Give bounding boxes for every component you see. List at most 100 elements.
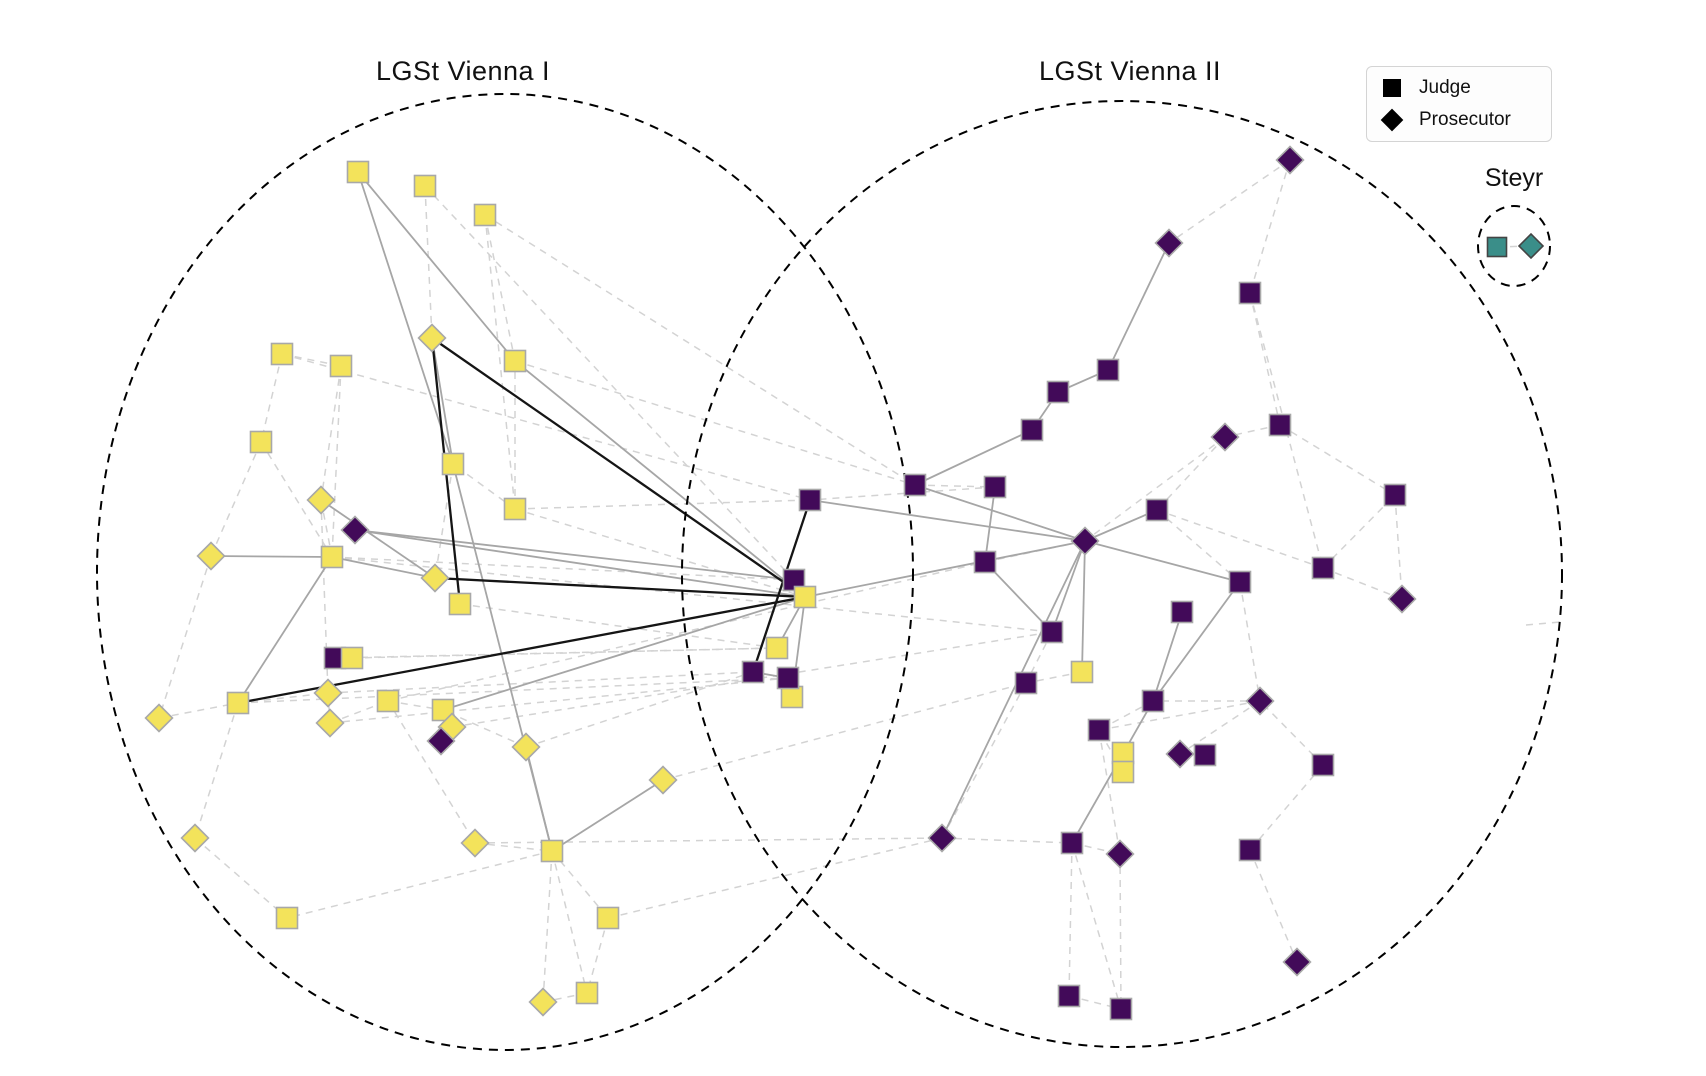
- graph-node-judge-vienna2: [1087, 718, 1111, 742]
- graph-node-judge-vienna2: [1311, 556, 1335, 580]
- graph-edge-dashed: [1394, 494, 1403, 600]
- graph-node-judge-vienna2: [1228, 570, 1252, 594]
- graph-edge-solid: [237, 556, 333, 704]
- graph-edge-dashed: [320, 365, 342, 501]
- graph-edge-dashed: [1525, 621, 1561, 626]
- graph-edge-dashed: [484, 214, 516, 362]
- graph-node-prosecutor-vienna2: [1387, 584, 1417, 614]
- graph-edge-dashed: [1239, 581, 1261, 702]
- graph-edge-dashed: [1156, 436, 1226, 511]
- graph-edge-dashed: [387, 700, 476, 844]
- graph-edge-dashed: [1084, 436, 1226, 542]
- graph-node-prosecutor-vienna1: [144, 703, 174, 733]
- graph-node-prosecutor-vienna1: [460, 828, 490, 858]
- graph-node-judge-vienna2: [1060, 831, 1084, 855]
- graph-edge-dashed: [320, 499, 333, 558]
- graph-edge-solid: [914, 429, 1033, 486]
- graph-edge-dashed: [1249, 292, 1324, 569]
- graph-node-judge-vienna1: [340, 646, 364, 670]
- graph-node-prosecutor-vienna2: [927, 823, 957, 853]
- graph-edge-dashed: [329, 700, 389, 724]
- graph-edge-dashed: [514, 508, 806, 598]
- graph-edge-dashed: [351, 647, 778, 659]
- graph-node-judge-vienna1: [780, 685, 804, 709]
- graph-edge-black: [434, 576, 806, 599]
- graph-edge-dashed: [662, 682, 1027, 781]
- graph-node-judge-vienna1: [540, 839, 564, 863]
- graph-node-judge-vienna1: [226, 691, 250, 715]
- graph-edge-dashed: [1249, 764, 1324, 851]
- graph-node-judge-vienna2: [741, 660, 765, 684]
- graph-node-prosecutor-vienna2: [426, 726, 456, 756]
- graph-node-prosecutor-vienna1: [306, 485, 336, 515]
- graph-edge-solid: [357, 171, 516, 362]
- graph-node-judge-vienna2: [776, 666, 800, 690]
- graph-edge-solid: [210, 555, 333, 558]
- cluster-title-vienna2: LGSt Vienna II: [1038, 56, 1222, 86]
- prosecutor-marker-icon: [1379, 107, 1405, 133]
- graph-edge-solid: [452, 463, 553, 852]
- graph-edge-dashed: [1322, 567, 1403, 600]
- graph-node-judge-vienna2: [903, 473, 927, 497]
- graph-node-prosecutor-vienna2: [1165, 739, 1195, 769]
- graph-edge-solid: [1081, 540, 1086, 673]
- vienna1-ellipse: [96, 93, 914, 1051]
- graph-node-judge-vienna2: [1238, 838, 1262, 862]
- graph-node-prosecutor-vienna1: [420, 563, 450, 593]
- graph-edge-dashed: [1119, 853, 1122, 1010]
- legend-label-judge: Judge: [1419, 77, 1471, 98]
- graph-edge-solid: [1152, 581, 1241, 702]
- graph-node-judge-vienna1: [1111, 760, 1135, 784]
- graph-node-judge-vienna1: [1111, 741, 1135, 765]
- graph-edge-dashed: [260, 441, 333, 558]
- graph-edge-dashed: [1249, 292, 1281, 426]
- graph-edge-dashed: [387, 700, 444, 711]
- graph-edge-dashed: [442, 709, 527, 748]
- graph-node-judge-vienna1: [249, 430, 273, 454]
- graph-node-judge-vienna2: [1014, 671, 1038, 695]
- graph-edge-solid: [1152, 611, 1183, 702]
- graph-edge-dashed: [424, 185, 433, 339]
- graph-node-judge-vienna2: [1141, 689, 1165, 713]
- graph-node-judge-vienna1: [376, 689, 400, 713]
- graph-node-judge-vienna1: [765, 636, 789, 660]
- graph-node-judge-vienna1: [596, 906, 620, 930]
- legend-item-judge: Judge: [1379, 74, 1541, 102]
- graph-node-judge-vienna1: [1070, 660, 1094, 684]
- graph-node-prosecutor-vienna2: [1105, 839, 1135, 869]
- graph-edge-solid: [331, 556, 436, 579]
- graph-edge-dashed: [194, 837, 288, 919]
- graph-node-prosecutor-vienna2: [1282, 947, 1312, 977]
- graph-edge-dashed: [1322, 494, 1396, 569]
- judge-marker-icon: [1379, 75, 1405, 101]
- graph-node-judge-vienna2: [1109, 997, 1133, 1021]
- graph-node-judge-vienna2: [1383, 483, 1407, 507]
- cluster-title-vienna1: LGSt Vienna I: [375, 56, 551, 86]
- graph-edge-dashed: [1249, 159, 1291, 294]
- graph-edge-dashed: [424, 185, 795, 581]
- graph-edge-dashed: [1098, 700, 1261, 731]
- graph-node-judge-vienna1: [270, 342, 294, 366]
- graph-edge-dashed: [331, 365, 342, 558]
- graph-edge-solid: [442, 596, 806, 711]
- graph-edge-solid: [357, 171, 454, 465]
- graph-node-prosecutor-vienna1: [648, 765, 678, 795]
- graph-edge-dashed: [260, 353, 283, 443]
- graph-node-prosecutor-vienna2: [1154, 228, 1184, 258]
- graph-edge-solid: [914, 484, 1086, 542]
- graph-node-prosecutor-vienna2: [1275, 145, 1305, 175]
- graph-edge-dashed: [1068, 842, 1073, 997]
- legend: Judge Prosecutor: [1366, 66, 1552, 142]
- graph-edge-dashed: [210, 441, 262, 557]
- graph-edge-dashed: [607, 837, 943, 919]
- graph-edge-solid: [1051, 540, 1086, 633]
- graph-edge-dashed: [334, 647, 778, 659]
- graph-edge-solid: [1084, 540, 1241, 583]
- graph-edge-solid: [551, 779, 664, 852]
- graph-edge-black: [751, 499, 812, 673]
- graph-edge-dashed: [1025, 671, 1083, 684]
- graph-edge-solid: [809, 499, 1086, 542]
- graph-edge-black: [431, 337, 806, 598]
- graph-edge-dashed: [281, 353, 342, 367]
